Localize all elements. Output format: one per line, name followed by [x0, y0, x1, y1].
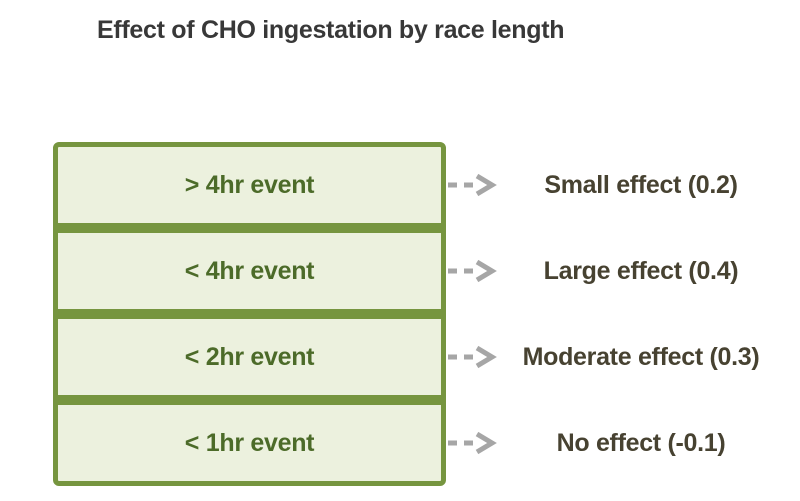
dashed-arrow-icon [448, 431, 497, 455]
event-stack: > 4hr event Small effect (0.2) < 4hr eve… [53, 142, 793, 486]
diagram-row: < 4hr event Large effect (0.4) [53, 228, 793, 314]
diagram-row: < 1hr event No effect (-0.1) [53, 400, 793, 486]
diagram-row: > 4hr event Small effect (0.2) [53, 142, 793, 228]
effect-label: Large effect (0.4) [543, 256, 739, 285]
event-box: < 4hr event [53, 228, 446, 314]
diagram-title: Effect of CHO ingestation by race length [97, 16, 565, 44]
dashed-arrow-icon [448, 259, 497, 283]
dashed-arrow-icon [448, 173, 497, 197]
dashed-arrow-icon [448, 345, 497, 369]
effect-label: No effect (-0.1) [556, 428, 726, 457]
effect-label: Moderate effect (0.3) [522, 342, 760, 371]
diagram-row: < 2hr event Moderate effect (0.3) [53, 314, 793, 400]
event-box: > 4hr event [53, 142, 446, 228]
event-box: < 2hr event [53, 314, 446, 400]
effect-label: Small effect (0.2) [544, 170, 738, 199]
event-box: < 1hr event [53, 400, 446, 486]
